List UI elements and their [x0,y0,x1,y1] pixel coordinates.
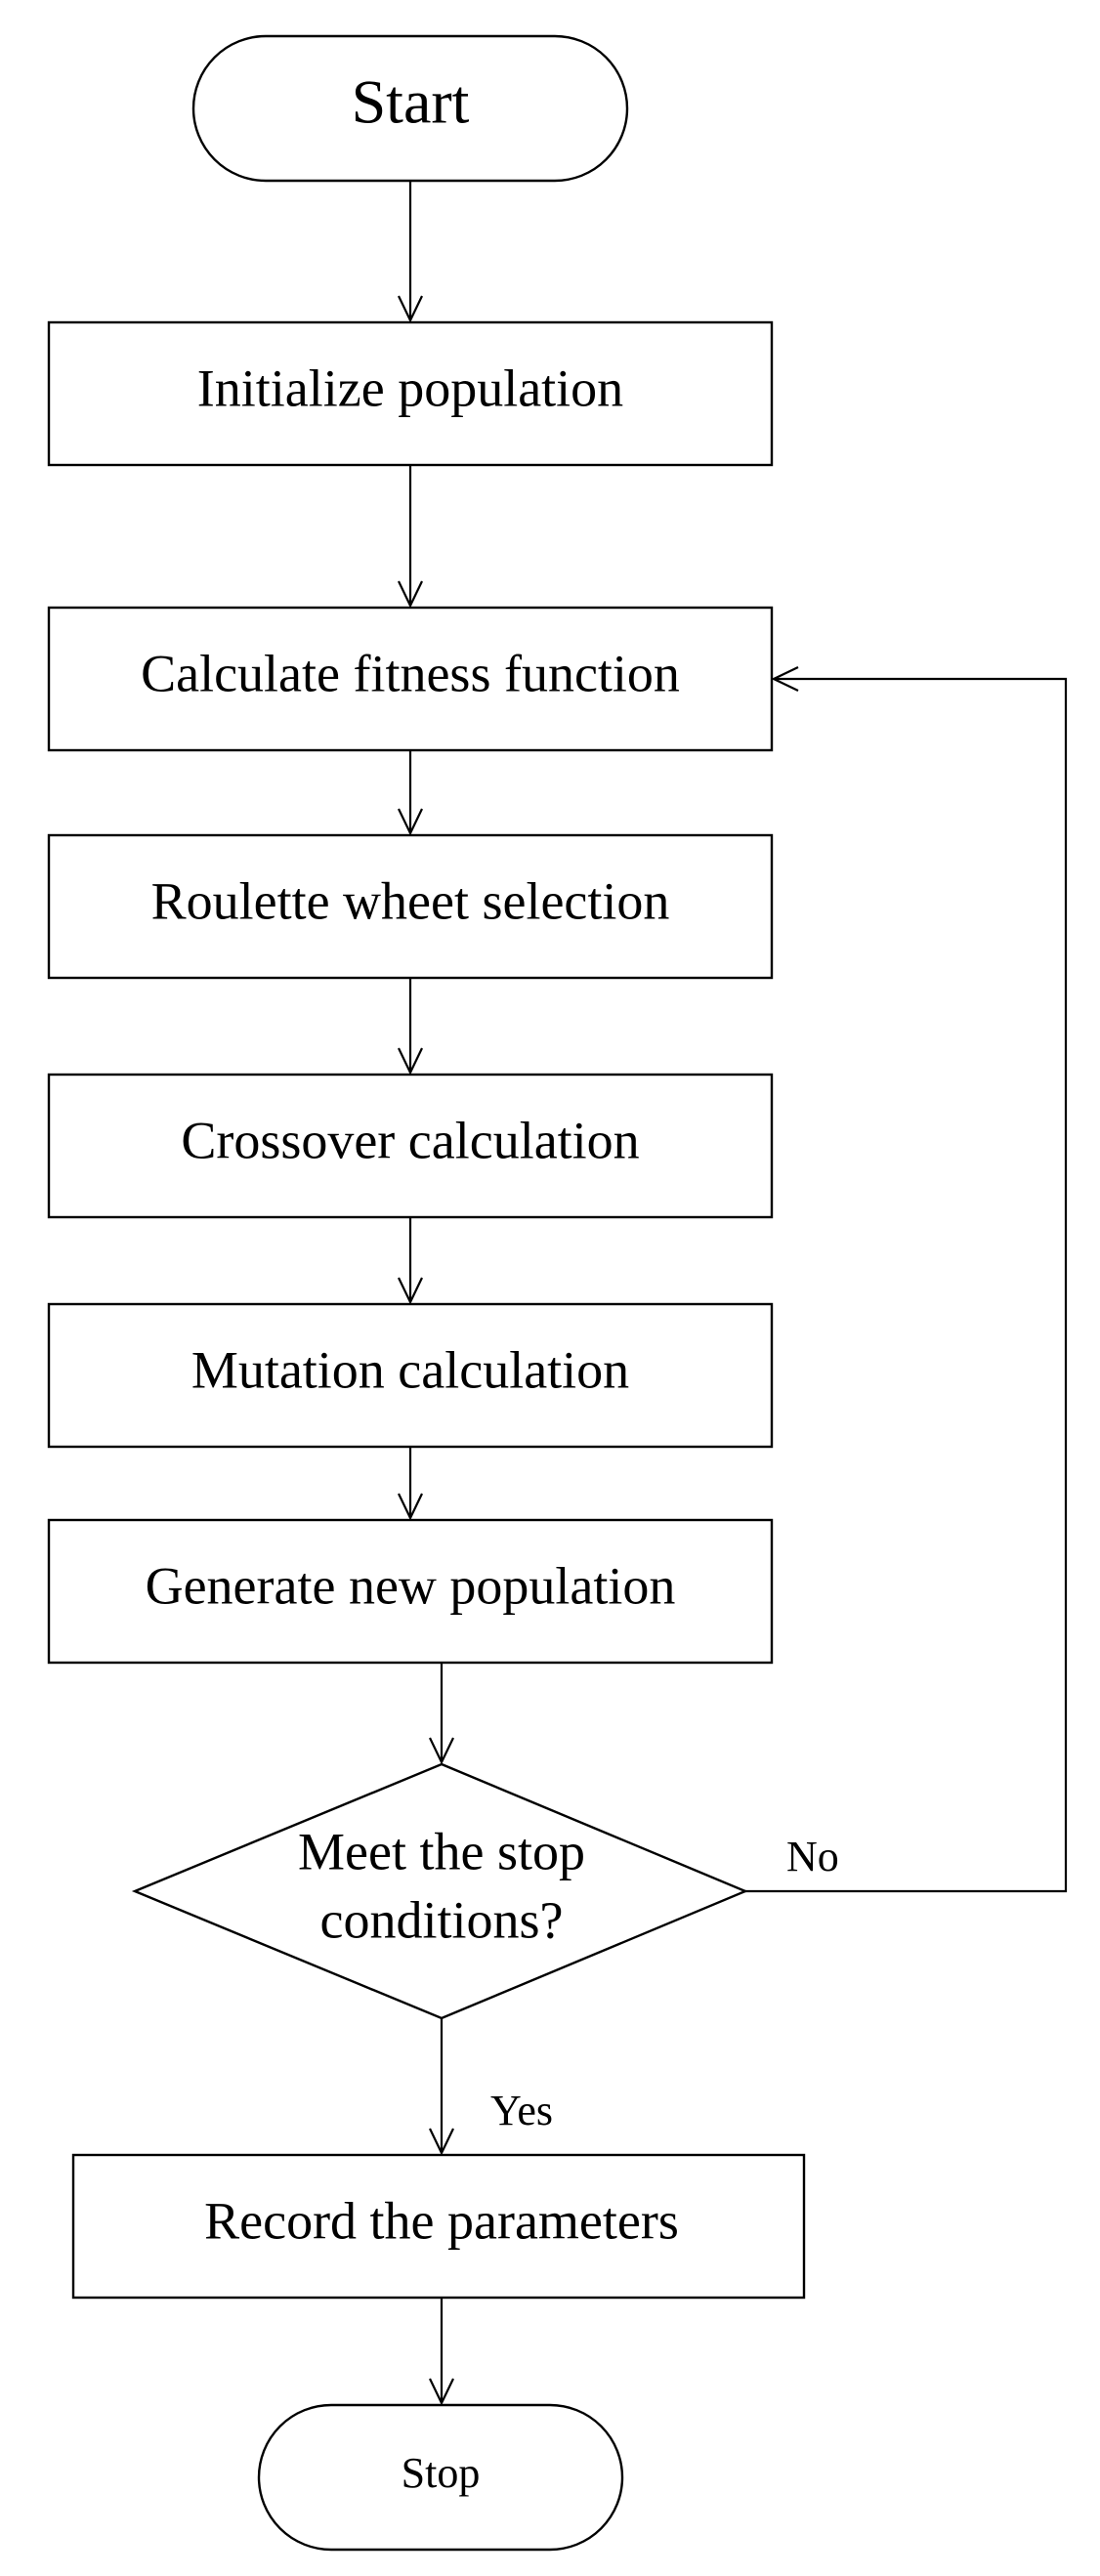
yes-edge-label: Yes [490,2087,553,2134]
arrow-crossover-to-mutation [398,1217,423,1305]
initialize-population-label: Initialize population [197,359,623,417]
decision-label-line1: Meet the stop [298,1822,585,1880]
stop-node: Stop [257,2403,624,2552]
stop-label: Stop [402,2449,481,2497]
stop-condition-decision: Meet the stop conditions? [131,1762,749,2020]
no-edge-label: No [786,1833,839,1880]
arrow-fitness-to-selection [398,750,423,836]
arrow-record-to-stop [429,2298,454,2406]
arrow-decision-no-loop [745,666,1068,1893]
crossover-label: Crossover calculation [181,1111,639,1169]
generate-population-box: Generate new population [47,1518,774,1665]
calculate-fitness-box: Calculate fitness function [47,606,774,752]
arrow-decision-yes-to-record [429,2018,454,2156]
record-parameters-label: Record the parameters [204,2191,679,2250]
start-label: Start [352,67,470,137]
decision-label-line2: conditions? [320,1890,564,1949]
arrow-initialize-to-fitness [398,465,423,609]
start-node: Start [191,34,629,183]
crossover-box: Crossover calculation [47,1073,774,1219]
roulette-selection-box: Roulette wheet selection [47,833,774,980]
arrow-start-to-initialize [398,181,423,323]
mutation-box: Mutation calculation [47,1302,774,1449]
arrow-generate-to-decision [429,1663,454,1765]
record-parameters-box: Record the parameters [71,2153,806,2300]
mutation-label: Mutation calculation [191,1340,629,1399]
arrow-mutation-to-generate [398,1447,423,1521]
generate-population-label: Generate new population [146,1556,676,1615]
initialize-population-box: Initialize population [47,320,774,467]
roulette-selection-label: Roulette wheet selection [151,871,670,930]
calculate-fitness-label: Calculate fitness function [141,644,680,702]
arrow-selection-to-crossover [398,978,423,1076]
